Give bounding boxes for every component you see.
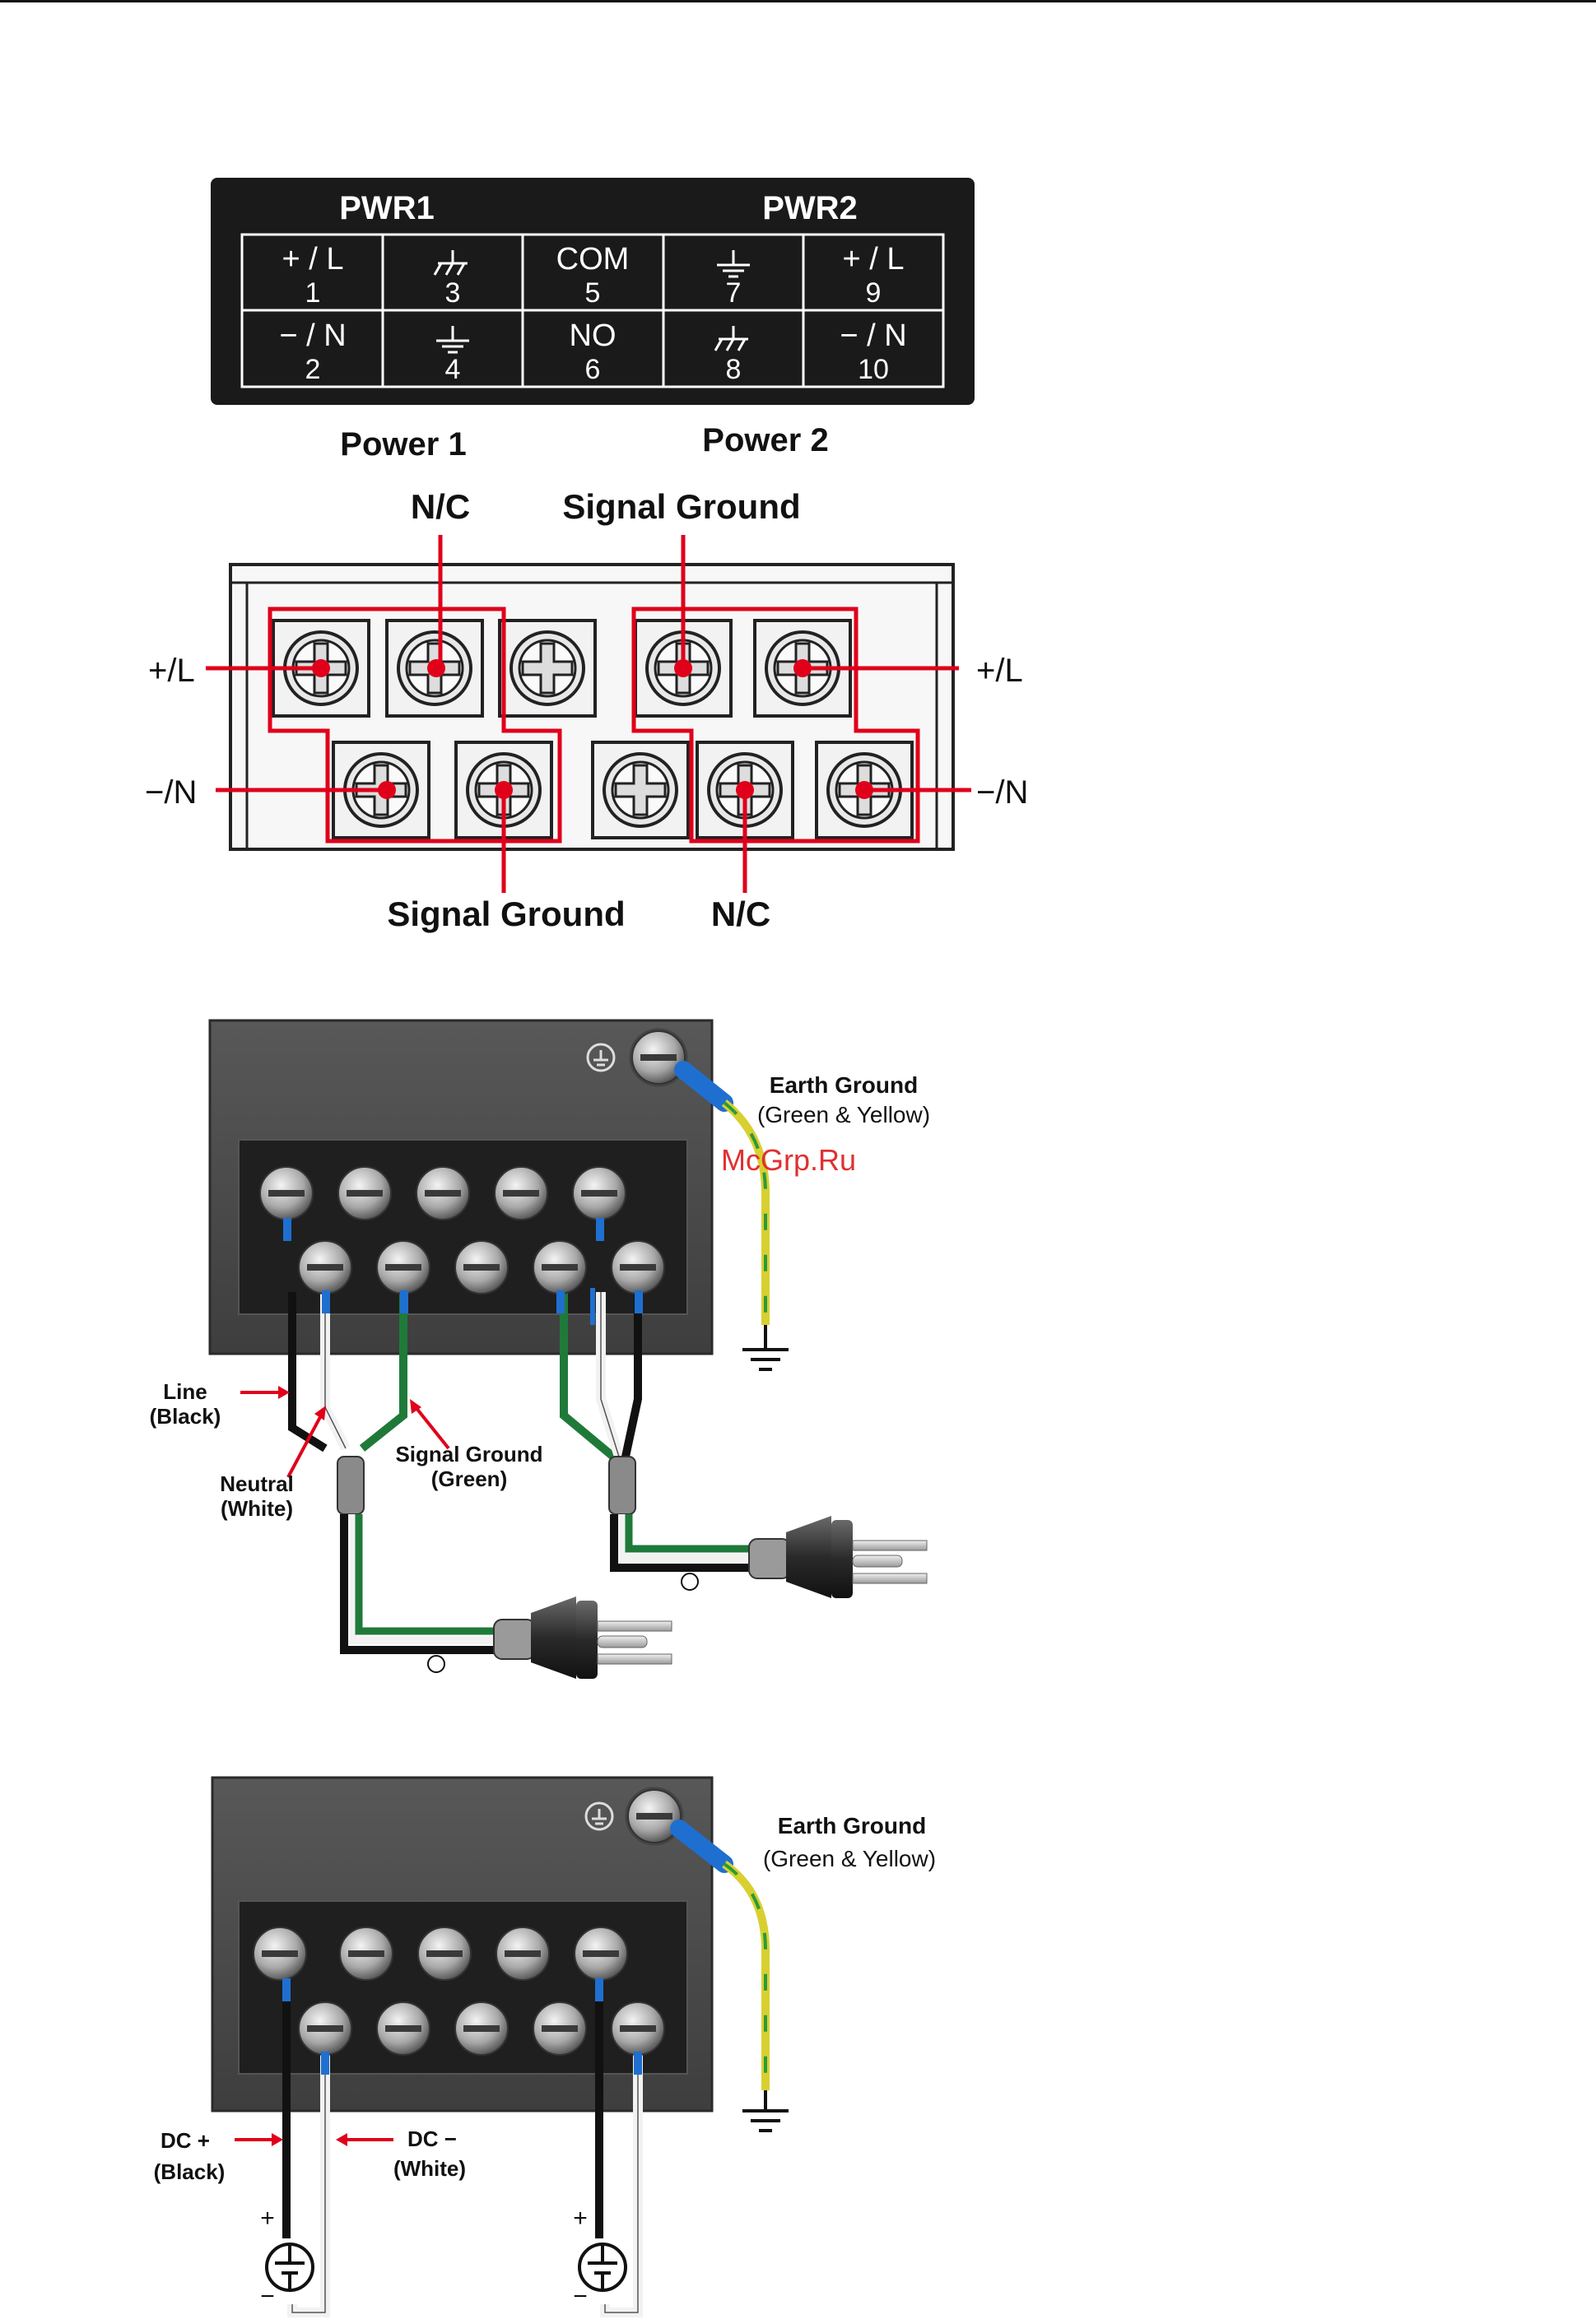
minus-sign-2: − bbox=[573, 2283, 588, 2310]
cell-num-5: 5 bbox=[585, 277, 601, 309]
cell-num-8: 8 bbox=[726, 354, 742, 385]
dc-plus-sub-label: (Black) bbox=[154, 2159, 226, 2184]
ac-terminal-recess bbox=[239, 1140, 687, 1314]
power2-label: Power 2 bbox=[702, 422, 828, 458]
cell-num-3: 3 bbox=[445, 277, 461, 309]
watermark: McGrp.Ru bbox=[721, 1143, 856, 1177]
nc-bottom-label: N/C bbox=[711, 895, 770, 933]
plus-l-right: +/L bbox=[976, 653, 1023, 689]
line-sub-label: (Black) bbox=[150, 1404, 221, 1429]
line-label: Line bbox=[163, 1379, 207, 1404]
signal-ground-sub-label: (Green) bbox=[431, 1466, 507, 1491]
cell-num-9: 9 bbox=[866, 277, 882, 309]
ac-wiring-diagram: Earth Ground (Green & Yellow) McGrp.Ru bbox=[150, 1020, 930, 1679]
neutral-sub-label: (White) bbox=[221, 1496, 293, 1521]
power1-label: Power 1 bbox=[340, 426, 466, 462]
neutral-label: Neutral bbox=[220, 1471, 294, 1496]
cell-sym-6: NO bbox=[570, 318, 617, 353]
minus-n-left: −/N bbox=[145, 774, 197, 811]
cell-num-10: 10 bbox=[858, 354, 889, 385]
pwr-label-panel: PWR1 PWR2 + / L 1 3 COM 5 7 + / L 9 − / … bbox=[211, 178, 975, 405]
dc-earth-ground-sub: (Green & Yellow) bbox=[763, 1846, 936, 1871]
dc-plus-label: DC + bbox=[161, 2128, 210, 2153]
signal-ground-label: Signal Ground bbox=[395, 1442, 542, 1466]
dc-minus-label: DC − bbox=[407, 2126, 457, 2151]
cell-sym-5: COM bbox=[556, 242, 630, 277]
cell-num-2: 2 bbox=[305, 354, 321, 385]
ac-earth-ground-title: Earth Ground bbox=[770, 1072, 918, 1098]
dc-earth-ground-title: Earth Ground bbox=[778, 1813, 926, 1838]
dc-wiring-diagram: Earth Ground (Green & Yellow) + − + − bbox=[154, 1778, 936, 2312]
signal-ground-top-label: Signal Ground bbox=[562, 487, 800, 526]
cell-num-4: 4 bbox=[445, 354, 461, 385]
signal-ground-bottom-label: Signal Ground bbox=[387, 895, 625, 933]
ac-earth-ground-sub: (Green & Yellow) bbox=[757, 1102, 930, 1127]
plus-sign-2: + bbox=[573, 2205, 588, 2232]
pwr2-label: PWR2 bbox=[762, 190, 858, 226]
earth-ground-symbol bbox=[742, 1325, 789, 1369]
terminal-block-diagram: Power 1 Power 2 N/C Signal Ground bbox=[145, 422, 1028, 933]
plus-sign-1: + bbox=[260, 2205, 275, 2232]
terminal-screw bbox=[500, 621, 595, 716]
cell-sym-1: + / L bbox=[282, 242, 344, 277]
minus-sign-1: − bbox=[260, 2283, 275, 2310]
cell-sym-9: + / L bbox=[843, 242, 905, 277]
nc-top-label: N/C bbox=[411, 487, 470, 526]
terminal-screw bbox=[593, 742, 688, 838]
minus-n-right: −/N bbox=[976, 774, 1028, 811]
cell-num-6: 6 bbox=[585, 354, 601, 385]
dc-minus-sub-label: (White) bbox=[393, 2156, 466, 2181]
cell-sym-10: − / N bbox=[840, 318, 906, 353]
cell-num-7: 7 bbox=[726, 277, 742, 309]
plus-l-left: +/L bbox=[148, 653, 195, 689]
cell-sym-2: − / N bbox=[279, 318, 346, 353]
earth-ground-symbol bbox=[742, 2090, 789, 2131]
cell-num-1: 1 bbox=[305, 277, 321, 309]
pwr1-label: PWR1 bbox=[339, 190, 435, 226]
